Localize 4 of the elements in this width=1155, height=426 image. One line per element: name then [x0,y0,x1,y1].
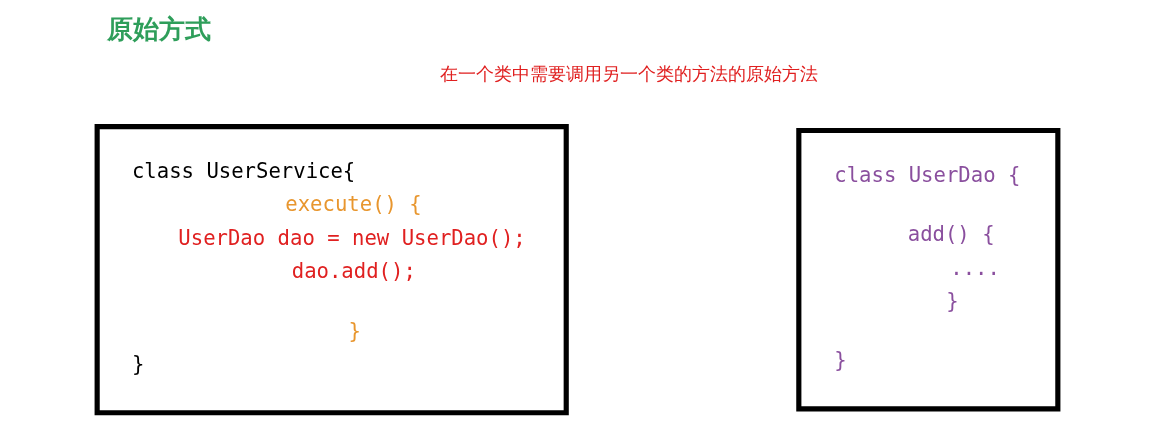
diagram-title: 原始方式 [107,13,212,44]
label: 在一个类中需要调用另一个类的方法的原始方法 [440,62,819,84]
node-box: class UserDao { add() { .... } } [796,127,1061,412]
node-box: class UserService{ execute() { UserDao dao = new UserDao(); dao.add(); } } [94,124,569,416]
